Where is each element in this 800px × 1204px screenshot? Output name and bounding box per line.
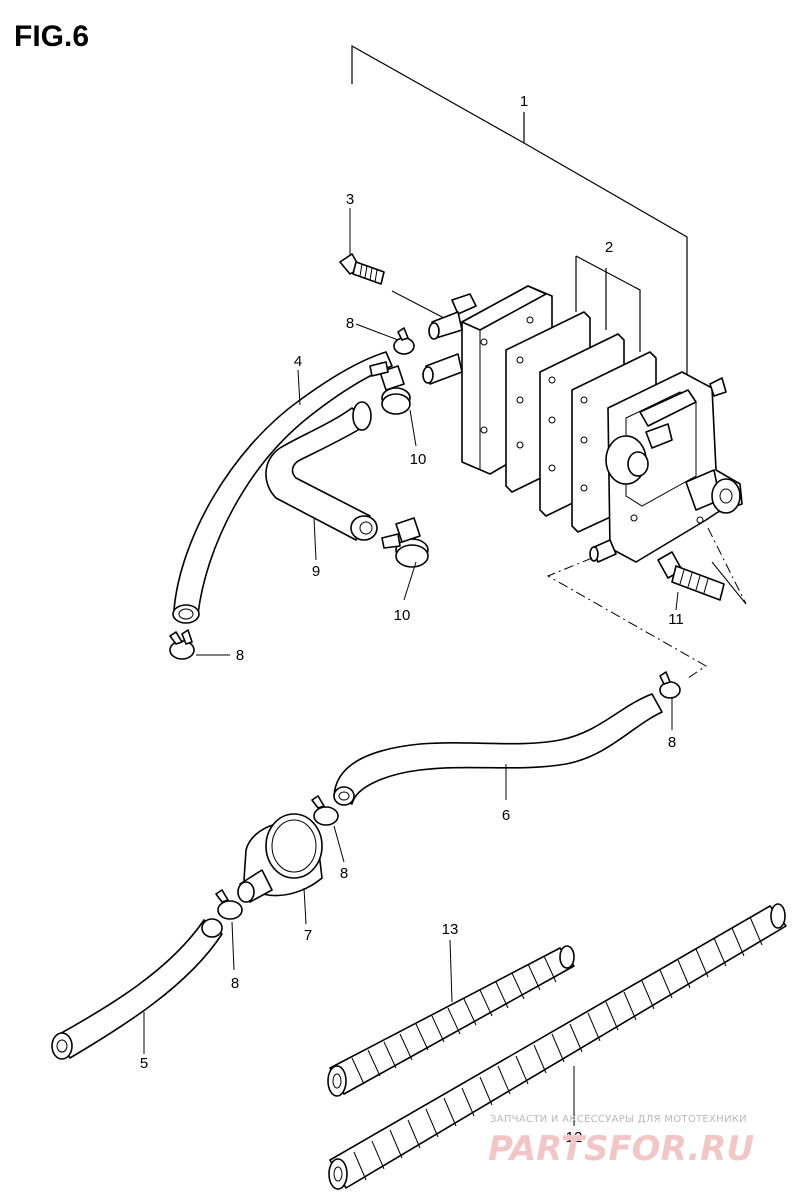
callout-10-upper: 10 <box>410 451 427 468</box>
leader-lines <box>143 208 679 1126</box>
clip-part-8-middle <box>311 795 339 826</box>
bolt-part-3 <box>339 253 445 319</box>
spiral-wrap-part-12 <box>328 903 787 1190</box>
callout-13: 13 <box>442 921 459 938</box>
clip-part-8-lower <box>215 889 243 920</box>
clip-part-8-top <box>393 327 415 355</box>
clamp-part-10-upper <box>369 361 411 415</box>
assembly-bracket <box>351 44 688 380</box>
watermark: ЗАПЧАСТИ И АКСЕССУАРЫ ДЛЯ МОТОТЕХНИКИ PA… <box>488 1114 754 1169</box>
callout-7: 7 <box>304 927 312 944</box>
clip-part-8-left <box>169 629 195 660</box>
figure-title: FIG.6 <box>14 20 89 53</box>
callout-9: 9 <box>312 563 320 580</box>
pump-cover <box>589 371 743 563</box>
hose-part-6 <box>333 693 663 806</box>
callout-8-middle: 8 <box>340 865 348 882</box>
callout-8-top: 8 <box>346 315 354 332</box>
callout-6: 6 <box>502 807 510 824</box>
callout-1: 1 <box>520 93 528 110</box>
callout-8-left: 8 <box>236 647 244 664</box>
callout-11: 11 <box>668 611 684 628</box>
callout-3: 3 <box>346 191 354 208</box>
hose-part-4 <box>172 351 393 624</box>
hose-part-5 <box>51 918 223 1060</box>
hose-part-9 <box>265 401 378 541</box>
callout-12: 12 <box>566 1129 583 1146</box>
spiral-wrap-part-13 <box>327 945 575 1097</box>
callout-10-lower: 10 <box>394 607 411 624</box>
callout-5: 5 <box>140 1055 148 1072</box>
callout-8-lower: 8 <box>231 975 239 992</box>
clamp-part-10-lower <box>381 517 429 568</box>
watermark-tagline: ЗАПЧАСТИ И АКСЕССУАРЫ ДЛЯ МОТОТЕХНИКИ <box>490 1114 747 1125</box>
bolt-part-11 <box>546 527 747 679</box>
fuel-filter-part-7 <box>237 813 323 903</box>
callout-8-right: 8 <box>668 734 676 751</box>
clip-part-8-right <box>659 671 681 699</box>
callout-2: 2 <box>605 239 613 256</box>
callout-labels: 1 2 3 4 5 6 7 8 8 8 8 8 9 10 10 11 12 13 <box>140 93 684 1146</box>
watermark-brand: PARTSFOR.RU <box>488 1129 754 1169</box>
callout-4: 4 <box>294 353 302 370</box>
